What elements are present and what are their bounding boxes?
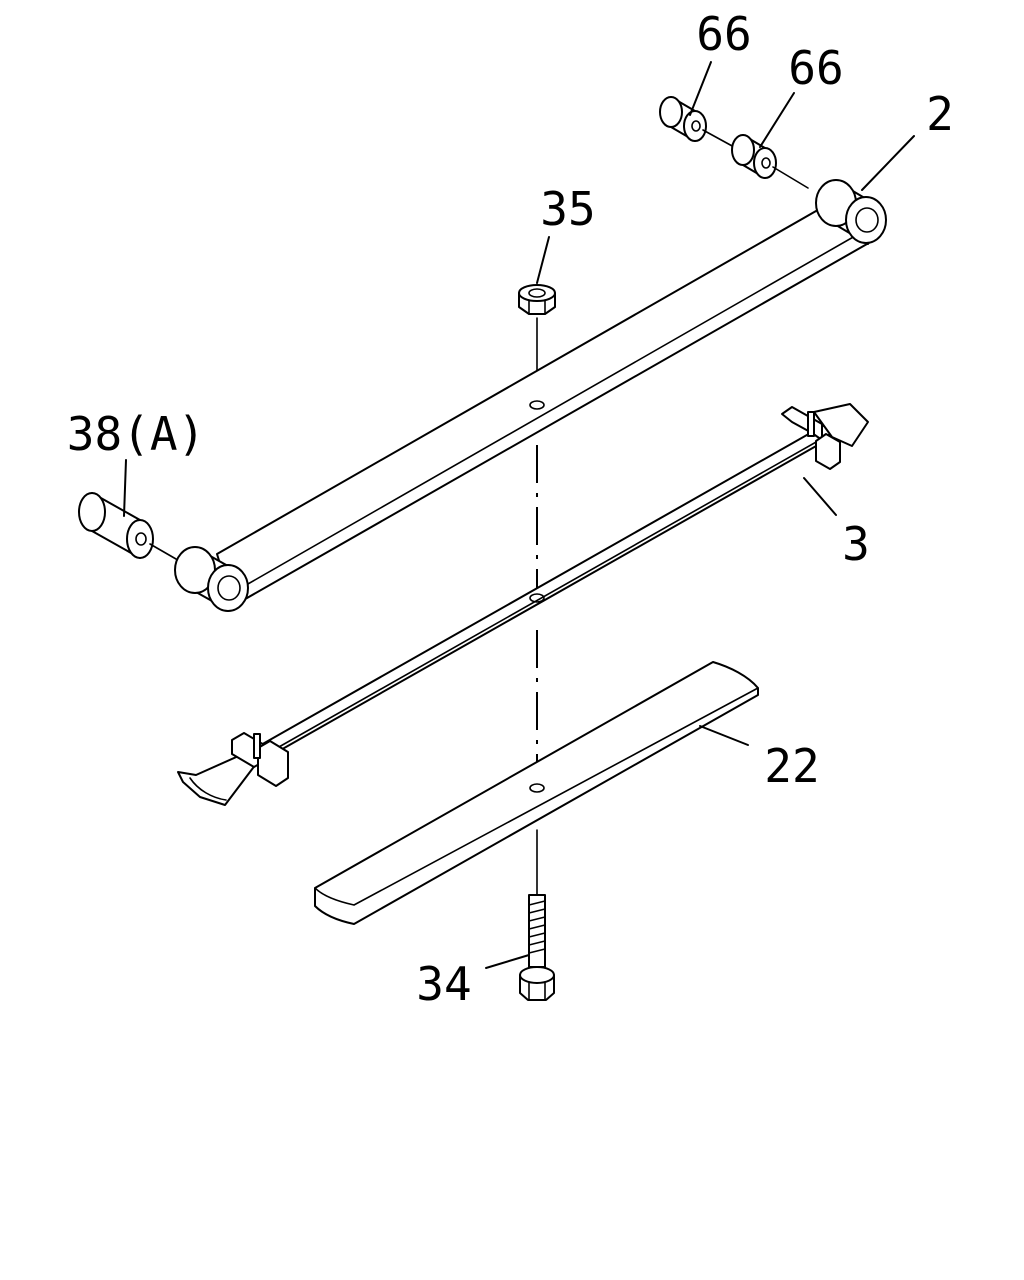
callout-2: 2 xyxy=(926,87,954,141)
front-leaf-clip xyxy=(231,732,289,787)
nut-35 xyxy=(518,284,556,315)
callout-34: 34 xyxy=(416,957,471,1011)
callout-66-inner: 66 xyxy=(788,41,843,95)
rear-spring-eye xyxy=(815,179,887,245)
main-spring-leaf xyxy=(174,179,887,612)
second-spring-leaf xyxy=(177,403,869,806)
lower-spring-leaf xyxy=(314,661,759,925)
bushing-66-outer xyxy=(659,96,707,142)
rear-leaf-clip xyxy=(781,406,841,470)
callout-22: 22 xyxy=(764,739,819,793)
leader-lines xyxy=(123,61,915,969)
bolt-34 xyxy=(519,894,555,1001)
front-spring-eye xyxy=(174,546,249,612)
callout-3: 3 xyxy=(842,517,870,571)
callout-35: 35 xyxy=(540,182,595,236)
bushing-38a xyxy=(78,492,154,559)
bushing-66-inner xyxy=(731,134,777,179)
callout-66-outer: 66 xyxy=(696,7,751,61)
callout-labels: 66 66 2 35 38(A) 3 22 34 xyxy=(67,7,954,1011)
callout-38a: 38(A) xyxy=(67,407,205,461)
